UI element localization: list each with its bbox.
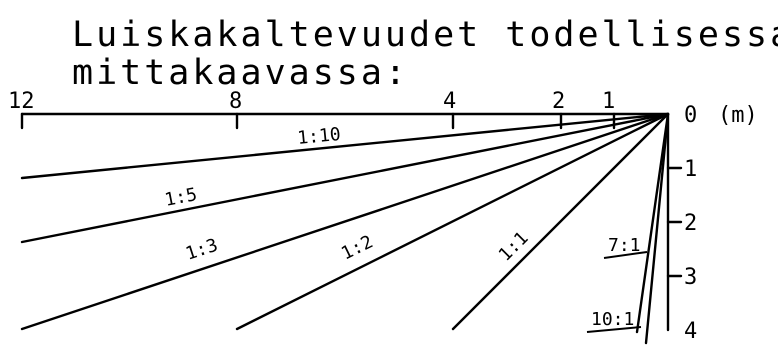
slope-label-7-1: 7:1 — [608, 235, 641, 256]
slope-line-10-1 — [644, 112, 670, 345]
unit-label: (m) — [718, 103, 758, 128]
h-tick-label-12: 12 — [8, 89, 35, 114]
slope-line-1-3 — [20, 112, 670, 331]
slope-line-1-1 — [451, 112, 670, 331]
slope-line-1-2 — [235, 112, 670, 331]
v-tick-label-1: 1 — [684, 157, 697, 182]
slope-line-1-10 — [20, 112, 670, 180]
slope-label-1-3: 1:3 — [183, 235, 220, 265]
v-tick-label-3: 3 — [684, 265, 697, 290]
slope-label-1-2: 1:2 — [338, 231, 376, 264]
title-line-2: mittakaavassa: — [72, 53, 409, 93]
slope-label-1-1: 1:1 — [495, 228, 533, 266]
zero-label: 0 — [684, 103, 697, 128]
v-tick-label-2: 2 — [684, 211, 697, 236]
leader-line-10-1 — [586, 326, 642, 333]
h-tick-label-8: 8 — [229, 89, 242, 114]
v-tick-label-4: 4 — [684, 319, 697, 344]
h-tick-label-2: 2 — [552, 89, 565, 114]
slope-line-1-5 — [20, 112, 670, 244]
title-line-1: Luiskakaltevuudet todellisessa — [72, 15, 778, 55]
slope-line-7-1 — [635, 112, 670, 334]
leader-line-7-1 — [603, 251, 648, 259]
slope-label-1-10: 1:10 — [296, 124, 341, 149]
slope-label-10-1: 10:1 — [591, 309, 634, 330]
h-tick-label-1: 1 — [602, 89, 615, 114]
h-tick-label-4: 4 — [443, 89, 456, 114]
